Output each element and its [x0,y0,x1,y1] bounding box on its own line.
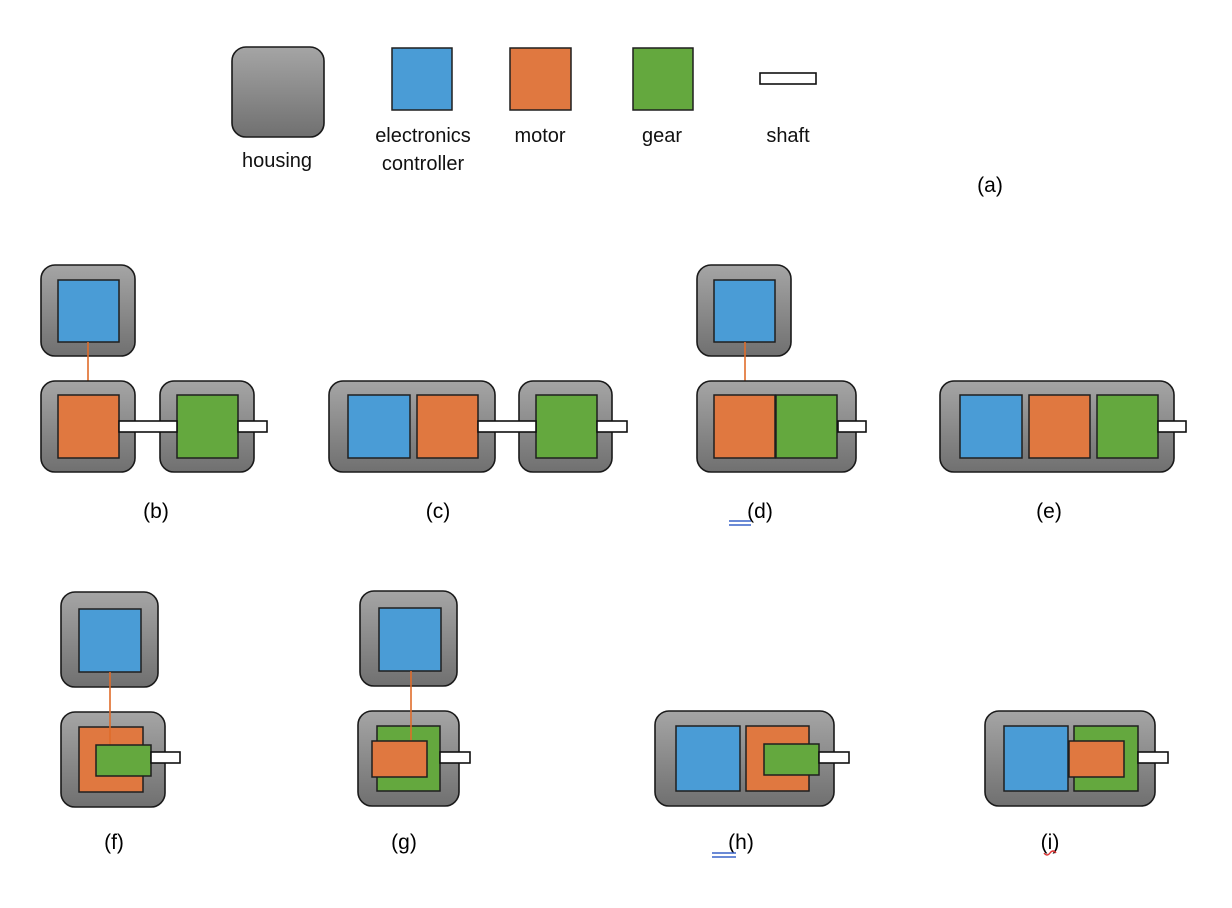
motor [713,394,776,459]
electronics-controller [347,394,411,459]
gear [763,743,820,776]
legend-electronics-swatch [391,47,453,111]
shaft [477,420,537,433]
shaft [118,420,178,433]
panel-f: (f) [60,591,181,854]
panel-label-b: (b) [143,500,169,523]
legend-shaft-swatch [759,72,817,85]
legend: housing electronics controller motor gea… [231,46,1003,197]
legend-gear-label: gear [642,125,682,147]
legend-motor-label: motor [514,125,565,147]
electronics-controller [959,394,1023,459]
panel-label-c: (c) [426,500,451,523]
gear [535,394,598,459]
spell-check-mark [1043,850,1057,856]
shaft [1157,420,1187,433]
shaft [596,420,628,433]
electronics-controller [378,607,442,672]
electronics-controller [1003,725,1069,792]
motor [57,394,120,459]
panel-c: (c) [328,380,628,523]
legend-gear-swatch [632,47,694,111]
electronics-controller [713,279,776,343]
motor [1068,740,1125,778]
electronics-controller [675,725,741,792]
legend-shaft-label: shaft [766,125,810,147]
legend-electronics-label-line1: electronics [375,125,471,147]
legend-housing-label: housing [242,150,312,172]
panel-h: (h) [654,710,850,858]
legend-motor-swatch [509,47,572,111]
panel-label-f: (f) [104,831,124,854]
gear [176,394,239,459]
panel-label-h: (h) [728,831,754,854]
panel-label-d: (d) [747,500,773,523]
motor [1028,394,1091,459]
gear [1096,394,1159,459]
panel-label-g: (g) [391,831,417,854]
gear [775,394,838,459]
shaft [439,751,471,764]
shaft [837,420,867,433]
motor [371,740,428,778]
panel-label-a: (a) [977,174,1003,197]
shaft [237,420,268,433]
panel-e: (e) [939,380,1187,523]
gear [95,744,152,777]
shaft [1137,751,1169,764]
shaft [150,751,181,764]
panel-d: (d) [696,264,867,526]
legend-electronics-label-line2: controller [382,153,465,175]
motor [416,394,479,459]
panel-i: (i) [984,710,1169,856]
electronics-controller [78,608,142,673]
electronics-controller [57,279,120,343]
shaft [818,751,850,764]
panel-g: (g) [357,590,471,854]
panel-b: (b) [40,264,268,523]
panel-label-e: (e) [1036,500,1062,523]
legend-housing-swatch [231,46,325,138]
panel-label-i: (i) [1041,831,1060,854]
